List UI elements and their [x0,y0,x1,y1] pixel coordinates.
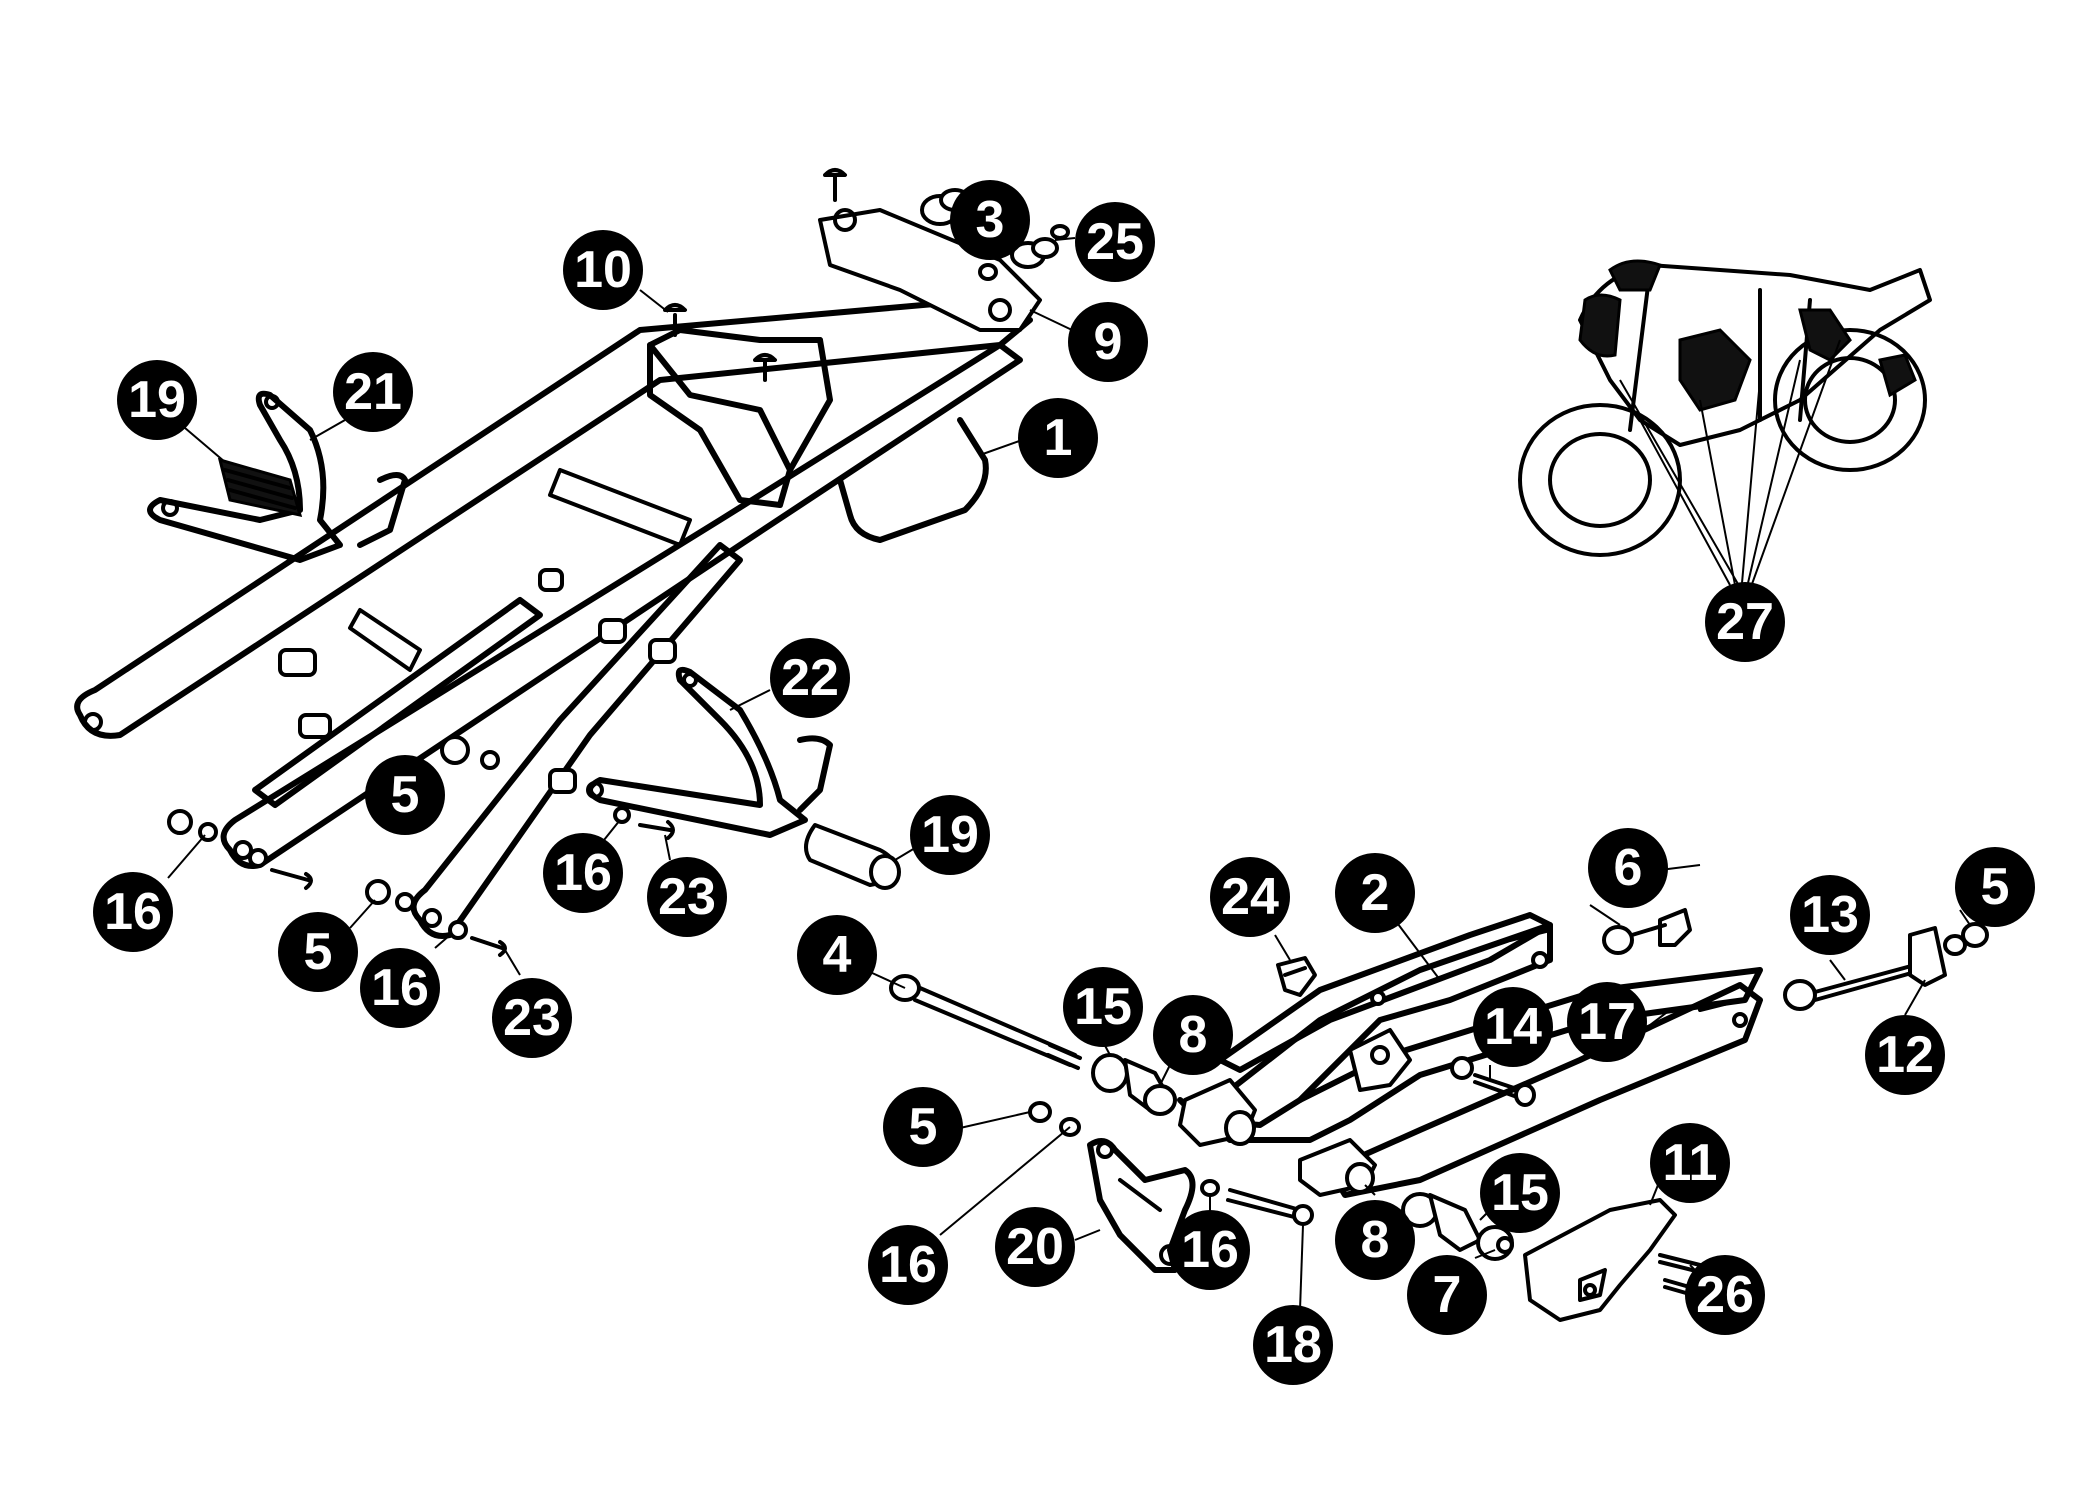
chain-adjuster-right [1783,922,1989,1011]
callout-4: 4 [797,915,877,995]
spacer-group-3 [920,188,1070,281]
callout-5-frame-lower: 5 [278,912,358,992]
callout-label-25: 25 [1086,213,1144,271]
callout-label-7: 7 [1433,1266,1462,1324]
callout-label-11: 11 [1663,1134,1718,1192]
callout-label-2: 2 [1361,864,1390,922]
callout-24: 24 [1210,857,1290,937]
linkage-fasteners [1028,1101,1314,1226]
callout-20: 20 [995,1207,1075,1287]
callout-6: 6 [1588,828,1668,908]
callout-14: 14 [1473,987,1553,1067]
pivot-bushings [1091,1053,1514,1261]
callout-label-13: 13 [1801,886,1859,944]
callout-5-frame-upper: 5 [365,755,445,835]
chain-adjuster-6 [1602,908,1692,955]
callout-10: 10 [563,230,643,310]
callout-16-linkage-right: 16 [1170,1210,1250,1290]
callout-16-frame-center: 16 [360,948,440,1028]
callout-label-5b: 5 [304,923,333,981]
callouts: 1 2 3 4 5 5 5 5 6 7 8 8 9 10 11 12 13 14… [93,180,2035,1385]
callout-11: 11 [1650,1123,1730,1203]
callout-label-18: 18 [1264,1316,1322,1374]
callout-1: 1 [1018,398,1098,478]
callout-27: 27 [1705,582,1785,662]
right-footpeg [804,823,901,890]
callout-22: 22 [770,638,850,718]
callout-21: 21 [333,352,413,432]
callout-label-19a: 19 [128,371,186,429]
motorcycle-locator-sketch [1518,259,1932,557]
callout-label-23b: 23 [503,989,561,1047]
chain-guard [1523,1198,1702,1322]
callout-19-left: 19 [117,360,197,440]
callout-16-linkage-left: 16 [868,1225,948,1305]
callout-label-19b: 19 [921,806,979,864]
callout-17: 17 [1567,982,1647,1062]
swingarm-pivot-bolt [889,974,1082,1070]
callout-label-17: 17 [1578,993,1636,1051]
callout-label-16d: 16 [879,1236,937,1294]
callout-label-5c: 5 [1981,858,2010,916]
callout-label-27: 27 [1716,593,1774,651]
chain-slider-clip [1276,956,1317,997]
right-footrest-hanger [586,666,833,838]
callout-23-frame: 23 [492,978,572,1058]
callout-label-21: 21 [344,363,402,421]
callout-23-hanger: 23 [647,857,727,937]
callout-label-9: 9 [1094,313,1123,371]
callout-label-24: 24 [1221,868,1279,926]
callout-label-6: 6 [1614,839,1643,897]
callout-7: 7 [1407,1255,1487,1335]
callout-26: 26 [1685,1255,1765,1335]
frame-fasteners [167,735,675,957]
callout-25: 25 [1075,202,1155,282]
callout-label-26: 26 [1696,1266,1754,1324]
callout-label-16b: 16 [371,959,429,1017]
callout-label-22: 22 [781,649,839,707]
callout-label-16e: 16 [1181,1221,1239,1279]
callout-label-15a: 15 [1074,978,1132,1036]
callout-16-frame-left: 16 [93,872,173,952]
callout-16-hanger: 16 [543,833,623,913]
callout-label-1: 1 [1044,409,1073,467]
callout-5-linkage: 5 [883,1087,963,1167]
callout-18: 18 [1253,1305,1333,1385]
callout-12: 12 [1865,1015,1945,1095]
callout-8-lower: 8 [1335,1200,1415,1280]
callout-3: 3 [950,180,1030,260]
callout-label-8a: 8 [1179,1006,1208,1064]
callout-label-23a: 23 [658,868,716,926]
callout-8-upper: 8 [1153,995,1233,1075]
callout-9: 9 [1068,302,1148,382]
callout-label-5d: 5 [909,1098,938,1156]
callout-15-lower: 15 [1480,1153,1560,1233]
rear-subframe [74,168,1042,939]
callout-label-3: 3 [976,191,1005,249]
callout-label-14: 14 [1484,998,1542,1056]
callout-label-16c: 16 [554,844,612,902]
callout-label-20: 20 [1006,1218,1064,1276]
callout-19-right: 19 [910,795,990,875]
bolt-14 [1450,1056,1536,1107]
callout-label-5a: 5 [391,766,420,824]
callout-5-adjuster: 5 [1955,847,2035,927]
callout-13: 13 [1790,875,1870,955]
callout-label-8b: 8 [1361,1211,1390,1269]
left-footpeg [217,457,303,517]
callout-label-12: 12 [1876,1026,1934,1084]
callout-2: 2 [1335,853,1415,933]
callout-15-upper: 15 [1063,967,1143,1047]
callout-label-16a: 16 [104,883,162,941]
swingarm [1177,912,1763,1198]
callout-label-15b: 15 [1491,1164,1549,1222]
callout-label-4: 4 [823,926,852,984]
left-footrest-hanger [147,390,408,563]
callout-label-10: 10 [574,241,632,299]
